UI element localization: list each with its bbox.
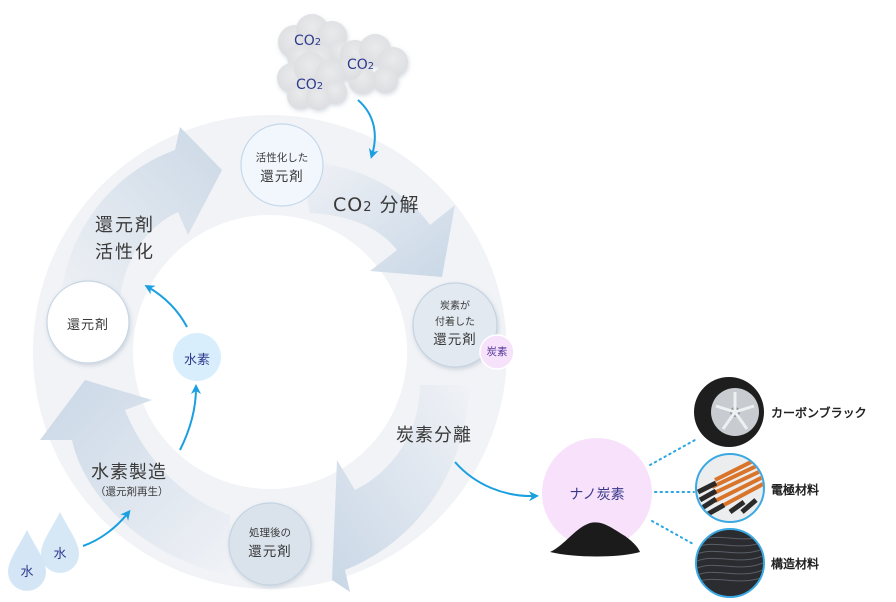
node-line-1: 炭素が [440, 301, 470, 312]
co2-subscript: 2 [367, 61, 375, 72]
cycle-arrow-activation [60, 127, 222, 300]
stage-label-co2-decomposition: CO2 分解 [333, 190, 420, 217]
activation-line-1: 還元剤 [95, 215, 155, 236]
co2-cloud-1-label: CO2 [294, 33, 321, 49]
node-line-2: 還元剤 [248, 544, 292, 560]
node-activated-reductant-circle [240, 123, 324, 207]
co2-cloud-2-label: CO2 [296, 77, 323, 93]
co2-subscript: 2 [314, 37, 322, 48]
node-line-1: 処理後の [249, 527, 291, 539]
co2-subscript: 2 [316, 81, 324, 92]
water-drop-2-label: 水 [53, 547, 67, 562]
node-carbon-attached-reductant: 炭素が 付着した 還元剤 [413, 283, 497, 367]
dotted-line-carbon-black [649, 439, 696, 466]
stage-label-hydrogen-production: 水素製造 [91, 462, 167, 483]
node-line-2: 付着した [435, 317, 475, 328]
flow-arrow-production-to-hydrogen [179, 384, 201, 451]
node-treated-reductant: 処理後の 還元剤 [229, 503, 311, 585]
flow-arrow-carbon-out [454, 461, 539, 502]
carbon-fiber-icon [695, 528, 765, 598]
co2-clouds [277, 14, 408, 110]
carbon-powder-icon [550, 522, 640, 557]
node-reductant: 還元剤 [66, 318, 109, 333]
dotted-line-structure [651, 520, 696, 546]
node-line-2: 還元剤 [260, 169, 304, 185]
decomposition-text: 分解 [372, 194, 420, 216]
nano-carbon-label: ナノ炭素 [569, 487, 625, 503]
node-activated-reductant: 活性化した 還元剤 [241, 124, 323, 206]
node-line-1: 活性化した [255, 152, 309, 164]
node-treated-reductant-circle [228, 502, 312, 586]
co2-cloud-2 [277, 52, 347, 110]
nano-carbon-circle [542, 438, 652, 548]
flow-arrow-water-in [82, 509, 131, 547]
co2-text: CO [347, 57, 368, 73]
water-drop-1 [8, 530, 46, 591]
node-reductant-circle [46, 280, 130, 364]
node-carbon-attached-circle [412, 282, 498, 368]
stage-sublabel-reductant-regeneration: （還元剤再生） [95, 486, 169, 498]
product-label-carbon-black: カーボンブラック [771, 406, 867, 420]
carbon-badge-circle [479, 334, 515, 370]
carbon-badge: 炭素 [486, 346, 508, 358]
electrode-icon [695, 453, 765, 523]
flow-arrow-hydrogen-to-reductant [144, 284, 188, 328]
co2-cloud-3-label: CO2 [347, 57, 374, 73]
node-hydrogen-circle [173, 333, 221, 381]
product-label-electrode-material: 電極材料 [771, 483, 820, 497]
node-hydrogen: 水素 [183, 353, 210, 368]
product-label-structural-material: 構造材料 [771, 557, 820, 571]
co2-cloud-3 [338, 34, 408, 94]
cycle-arrow-co2-decomposition [300, 160, 455, 277]
co2-text: CO [296, 77, 317, 93]
stage-label-carbon-separation: 炭素分離 [396, 425, 472, 446]
co2-subscript: 2 [363, 200, 373, 215]
flow-arrow-co2-in [357, 99, 379, 159]
water-drop-1-label: 水 [20, 565, 34, 580]
node-line-3: 還元剤 [433, 332, 477, 348]
tire-icon [694, 377, 764, 447]
co2-text: CO [294, 33, 315, 49]
cycle-arrow-carbon-separation [332, 385, 470, 592]
water-drop-2 [41, 512, 79, 573]
activation-line-2: 活性化 [95, 242, 155, 263]
cycle-arrow-hydrogen-production [40, 380, 230, 575]
co2-text: CO [333, 194, 364, 216]
stage-label-activation: 還元剤 活性化 [95, 212, 155, 266]
